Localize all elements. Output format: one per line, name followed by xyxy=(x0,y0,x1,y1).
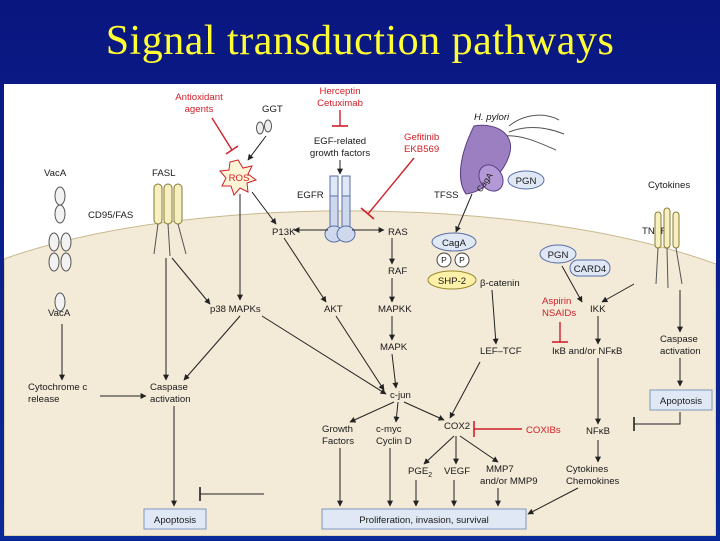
hpylori-bacterium xyxy=(460,114,565,195)
pathway-diagram: Antioxidant agents GGT Herceptin Cetuxim… xyxy=(3,84,717,537)
proliferation-box xyxy=(321,508,527,530)
ros-burst xyxy=(219,159,258,196)
cmyc-label-2: Cyclin D xyxy=(376,436,412,447)
cd95-label: CD95/FAS xyxy=(88,210,133,221)
slide-title-bar: Signal transduction pathways xyxy=(0,0,720,82)
nfkb-label: NFκB xyxy=(586,426,610,437)
tfss-label: TFSS xyxy=(434,190,459,201)
bcatenin-label: β-catenin xyxy=(480,278,520,289)
gefitinib-inhibit-bar xyxy=(360,207,375,220)
caga-shape xyxy=(431,232,477,252)
caga2-label: CagA xyxy=(442,238,467,249)
ros-label: ROS xyxy=(229,173,250,184)
cox2-label: COX2 xyxy=(444,421,470,432)
vaca-beads-cluster xyxy=(48,232,72,312)
mapkk-label: MAPKK xyxy=(378,304,412,315)
gefitinib-inhibit-line xyxy=(367,157,415,215)
inhibition-lines xyxy=(199,322,681,501)
p38-label: p38 MAPKs xyxy=(210,304,261,315)
proliferation-label: Proliferation, invasion, survival xyxy=(359,515,489,526)
caspase-right-label-2: activation xyxy=(660,346,701,357)
apoptosis-right-box xyxy=(649,389,713,411)
ggt-molecules xyxy=(256,119,272,135)
p13k-label: P13K xyxy=(272,227,296,238)
antioxidant-inhibit-line xyxy=(211,117,233,151)
phospho-2 xyxy=(454,252,470,268)
pgn-mid-label: PGN xyxy=(548,250,569,261)
pgn-top-label: PGN xyxy=(516,176,537,187)
akt-label: AKT xyxy=(324,304,343,315)
herceptin-label-2: Cetuximab xyxy=(317,98,363,109)
cytoplasm-bg xyxy=(3,210,717,537)
vegf-label: VEGF xyxy=(444,466,470,477)
cytochrome-label-2: release xyxy=(28,394,59,405)
pge2-label: PGE2 xyxy=(408,466,432,479)
growth-label-1: Growth xyxy=(322,424,353,435)
hpylori-label: H. pylori xyxy=(474,112,510,123)
apoptosis-left-label: Apoptosis xyxy=(154,515,196,526)
pathway-arrows xyxy=(59,135,683,515)
phospho-1-label: P xyxy=(441,255,447,265)
leftcf-label: LEF–TCF xyxy=(480,346,522,357)
pgn-mid-shape xyxy=(539,244,577,264)
cmyc-label-1: c-myc xyxy=(376,424,402,435)
ikk-label: IKK xyxy=(590,304,606,315)
herceptin-label-1: Herceptin xyxy=(319,86,360,97)
vaca-top-label: VacA xyxy=(44,168,67,179)
tnfr-receptor xyxy=(654,207,683,289)
shp2-shape xyxy=(427,270,477,290)
shp2-label: SHP-2 xyxy=(438,276,466,287)
cyto-chemo-label-1: Cytokines xyxy=(566,464,608,475)
egf-label-2: growth factors xyxy=(310,148,370,159)
card4-label: CARD4 xyxy=(574,264,607,275)
antioxidant-inhibit-bar xyxy=(225,145,239,155)
phospho-1 xyxy=(436,252,452,268)
antioxidant-label-2: agents xyxy=(185,104,214,115)
mmp-label-2: and/or MMP9 xyxy=(480,476,538,487)
mmp-label-1: MMP7 xyxy=(486,464,514,475)
caspase-right-label-1: Caspase xyxy=(660,334,698,345)
phospho-2-label: P xyxy=(459,255,465,265)
caspase-left-label-1: Caspase xyxy=(150,382,188,393)
fas-receptor xyxy=(153,183,187,257)
egf-label-1: EGF-related xyxy=(314,136,366,147)
fasl-label: FASL xyxy=(152,168,176,179)
cjun-label: c-jun xyxy=(390,390,411,401)
cytokines-top-label: Cytokines xyxy=(648,180,690,191)
mapk-label: MAPK xyxy=(380,342,408,353)
ggt-label: GGT xyxy=(262,104,283,115)
ras-label: RAS xyxy=(388,227,408,238)
vaca-beads-top xyxy=(54,186,66,224)
vaca-label: VacA xyxy=(48,308,71,319)
cytochrome-label-1: Cytochrome c xyxy=(28,382,87,393)
antioxidant-label-1: Antioxidant xyxy=(175,92,223,103)
coxibs-label: COXIBs xyxy=(526,425,561,436)
ikb-label: IκB and/or NFκB xyxy=(552,346,622,357)
cyto-chemo-label-2: Chemokines xyxy=(566,476,620,487)
apoptosis-right-label: Apoptosis xyxy=(660,396,702,407)
slide-title: Signal transduction pathways xyxy=(105,18,615,64)
apoptosis-left-box xyxy=(143,508,207,530)
egfr-receptor xyxy=(324,175,356,243)
caspase-left-label-2: activation xyxy=(150,394,191,405)
card4-shape xyxy=(569,259,611,277)
aspirin-label-2: NSAIDs xyxy=(542,308,576,319)
pgn-top-shape xyxy=(507,170,545,190)
aspirin-label-1: Aspirin xyxy=(542,296,571,307)
growth-label-2: Factors xyxy=(322,436,354,447)
egfr-label: EGFR xyxy=(297,190,324,201)
pathway-svg: Antioxidant agents GGT Herceptin Cetuxim… xyxy=(3,84,717,537)
gefitinib-label-2: EKB569 xyxy=(404,144,439,155)
raf-label: RAF xyxy=(388,266,407,277)
gefitinib-label-1: Gefitinib xyxy=(404,132,439,143)
